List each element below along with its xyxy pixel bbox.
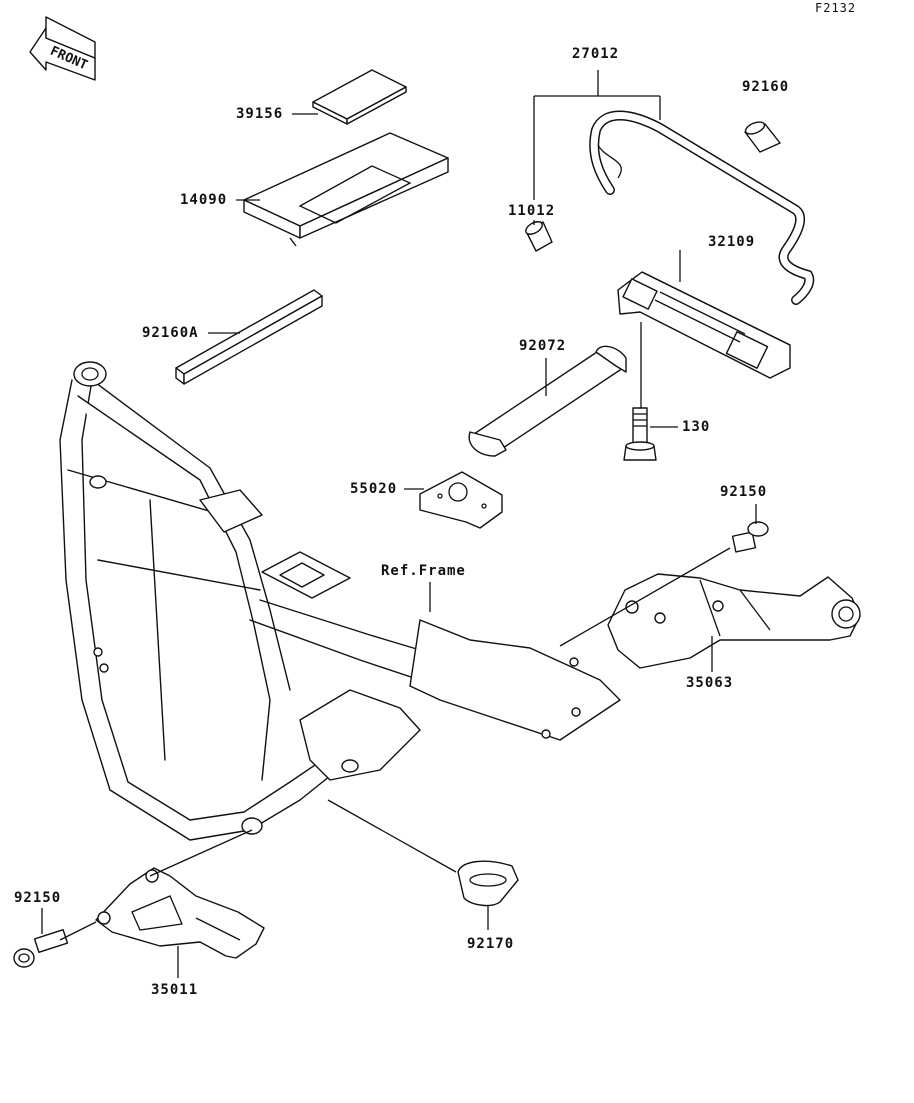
label-39156: 39156: [236, 106, 284, 122]
drawing-code: F2132: [815, 1, 857, 15]
label-35063: 35063: [686, 675, 734, 691]
label-130: 130: [682, 419, 711, 435]
part-35011-bracket: [95, 867, 265, 959]
label-35011: 35011: [151, 982, 199, 998]
leader-lines: [41, 70, 757, 978]
label-92150-right: 92150: [720, 484, 768, 500]
label-92072: 92072: [519, 338, 567, 354]
label-11012: 11012: [508, 203, 556, 219]
part-92150-right-bolt: [731, 521, 769, 553]
part-35063-bracket: [607, 573, 861, 669]
label-92160: 92160: [742, 79, 790, 95]
label-92160A: 92160A: [142, 325, 199, 341]
frame-outline: [59, 361, 621, 841]
label-32109: 32109: [708, 234, 756, 250]
part-55020-plate: [419, 471, 503, 529]
part-39156-pad: [312, 69, 407, 125]
part-92072-strap: [468, 345, 627, 457]
part-14090-cover: [243, 132, 449, 247]
part-92160A-strip: [175, 289, 323, 385]
part-27012-rod: [589, 110, 815, 305]
label-14090: 14090: [180, 192, 228, 208]
part-92160-collar: [744, 121, 781, 153]
label-27012: 27012: [572, 46, 620, 62]
label-55020: 55020: [350, 481, 398, 497]
label-92170: 92170: [467, 936, 515, 952]
label-ref-frame: Ref.Frame: [381, 563, 466, 579]
part-32109-bracket: [617, 271, 791, 379]
part-11012-cap: [525, 221, 553, 252]
part-92150-left-bolt: [13, 929, 69, 968]
front-arrow-icon: FRONT: [29, 16, 96, 81]
label-92150-left: 92150: [14, 890, 62, 906]
part-92170-bracket: [457, 860, 519, 907]
part-130-bolt: [623, 407, 657, 461]
